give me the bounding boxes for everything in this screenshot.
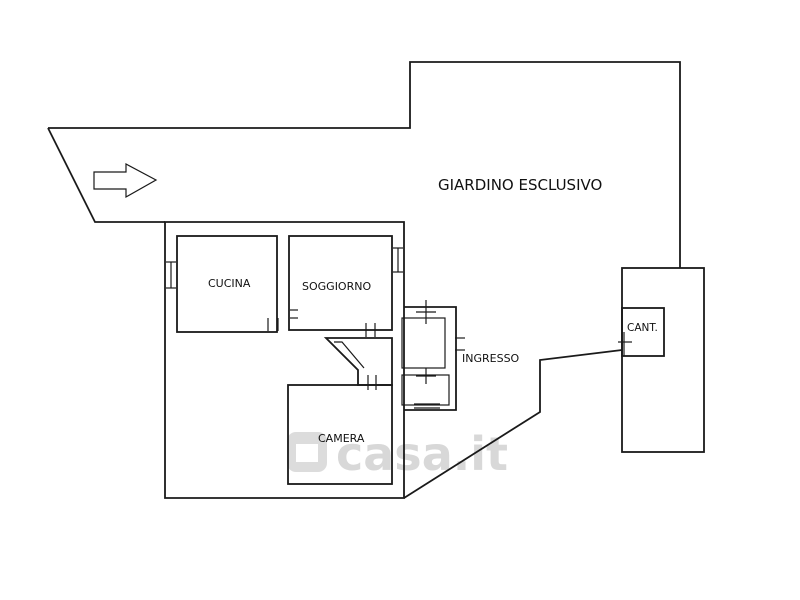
cellar-door (618, 332, 632, 356)
living-passage (365, 323, 376, 337)
watermark: casa.it (287, 427, 508, 481)
entrance-threshold (414, 403, 440, 409)
entrance-closet (401, 317, 446, 369)
watermark-text: casa.it (336, 427, 508, 481)
room-living (288, 235, 393, 331)
living-window (393, 247, 403, 273)
entrance-upper (404, 306, 457, 411)
label-cellar: CANT. (627, 322, 658, 334)
kitchen-door (267, 318, 279, 331)
room-cellar (621, 307, 665, 357)
room-bedroom (287, 384, 393, 485)
entrance-crosses (416, 300, 436, 384)
entrance-door (455, 337, 465, 351)
bedroom-door (367, 375, 377, 390)
arrow-right-icon (93, 163, 158, 199)
label-bedroom: CAMERA (318, 432, 365, 445)
room-kitchen (176, 235, 278, 333)
label-entrance: INGRESSO (462, 352, 520, 365)
hallway-inner (334, 341, 365, 369)
living-door (290, 309, 298, 319)
house-outer-wall (164, 221, 405, 499)
cellar-block (621, 267, 705, 453)
label-garden: GIARDINO ESCLUSIVO (438, 176, 602, 194)
kitchen-window (166, 261, 176, 289)
watermark-logo-icon (287, 432, 327, 472)
label-kitchen: CUCINA (208, 277, 251, 290)
label-living: SOGGIORNO (302, 280, 371, 293)
garden-boundary (47, 61, 681, 268)
garden-lower-boundary (403, 349, 623, 499)
